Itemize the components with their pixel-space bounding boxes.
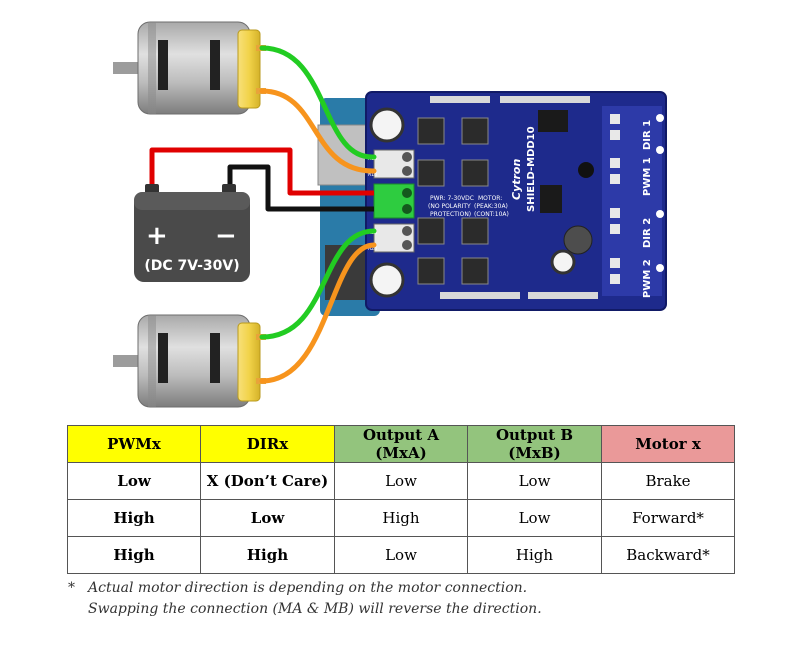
motor-label-1: MOTOR: [478,195,502,202]
battery-plus-symbol: + [146,221,168,251]
header-dirx: DIRx [200,425,335,463]
wire-black [227,164,374,212]
wire-orange-top [259,88,377,174]
power-label-1: PWR: 7-30VDC [430,195,474,202]
motor-driver-shield: Cytron SHIELD-MDD10 PWR: 7-30VDC (NO POL… [365,91,667,311]
table-row: High Low High Low Forward* [67,499,735,537]
motor-top [113,21,266,115]
table-header-row: PWMx DIRx Output A (MxA) Output B (MxB) … [67,425,735,463]
cell-pwm: High [67,499,201,537]
motor-label-3: (CONT:10A) [474,211,509,218]
cell-dir: High [200,536,335,574]
footnote-asterisk: * [68,580,75,596]
terminal-block-m1 [373,149,415,179]
header-label-pwm1: PWM 1 [642,157,653,196]
cell-output-b: High [467,536,602,574]
truth-table: PWMx DIRx Output A (MxA) Output B (MxB) … [67,425,735,574]
table-row: High High Low High Backward* [67,536,735,574]
motor-bottom [113,314,266,408]
header-label-dir1: DIR 1 [642,120,653,150]
power-label-3: PROTECTION) [430,211,471,218]
board-brand: Cytron [510,159,523,200]
terminal-label-m2b: M2B [368,246,377,252]
footnote: * Actual motor direction is depending on … [68,578,542,620]
wire-green-bottom [259,228,377,340]
wiring-diagram: Cytron SHIELD-MDD10 PWR: 7-30VDC (NO POL… [113,21,667,408]
header-output-a: Output A (MxA) [334,425,468,463]
footnote-line-1: Actual motor direction is depending on t… [88,580,528,596]
cell-pwm: High [67,536,201,574]
header-motor: Motor x [601,425,735,463]
footnote-line-2: Swapping the connection (MA & MB) will r… [88,601,542,617]
header-pwmx: PWMx [67,425,201,463]
header-label-pwm2: PWM 2 [642,259,653,298]
cell-motor: Brake [601,462,735,500]
cell-output-a: Low [334,536,468,574]
cell-output-b: Low [467,462,602,500]
cell-motor: Backward* [601,536,735,574]
header-label-dir2: DIR 2 [642,218,653,248]
board-model: SHIELD-MDD10 [526,126,537,212]
cell-output-a: Low [334,462,468,500]
terminal-block-power [373,183,415,219]
power-label-2: (NO POLARITY [428,203,471,210]
wire-red [149,147,374,196]
cell-output-b: Low [467,499,602,537]
battery-minus-symbol: − [215,221,237,251]
terminal-label-m1b: M1B [368,172,377,178]
cell-pwm: Low [67,462,201,500]
wire-green-top [259,45,377,160]
terminal-block-m2 [373,223,415,253]
cell-dir: X (Don’t Care) [200,462,335,500]
cell-motor: Forward* [601,499,735,537]
header-output-b: Output B (MxB) [467,425,602,463]
motor-label-2: (PEAK:30A) [474,203,508,210]
cell-output-a: High [334,499,468,537]
battery: + − (DC 7V-30V) [134,184,250,282]
wire-orange-bottom [259,242,377,384]
cell-dir: Low [200,499,335,537]
battery-voltage-label: (DC 7V-30V) [144,258,239,274]
table-row: Low X (Don’t Care) Low Low Brake [67,462,735,500]
